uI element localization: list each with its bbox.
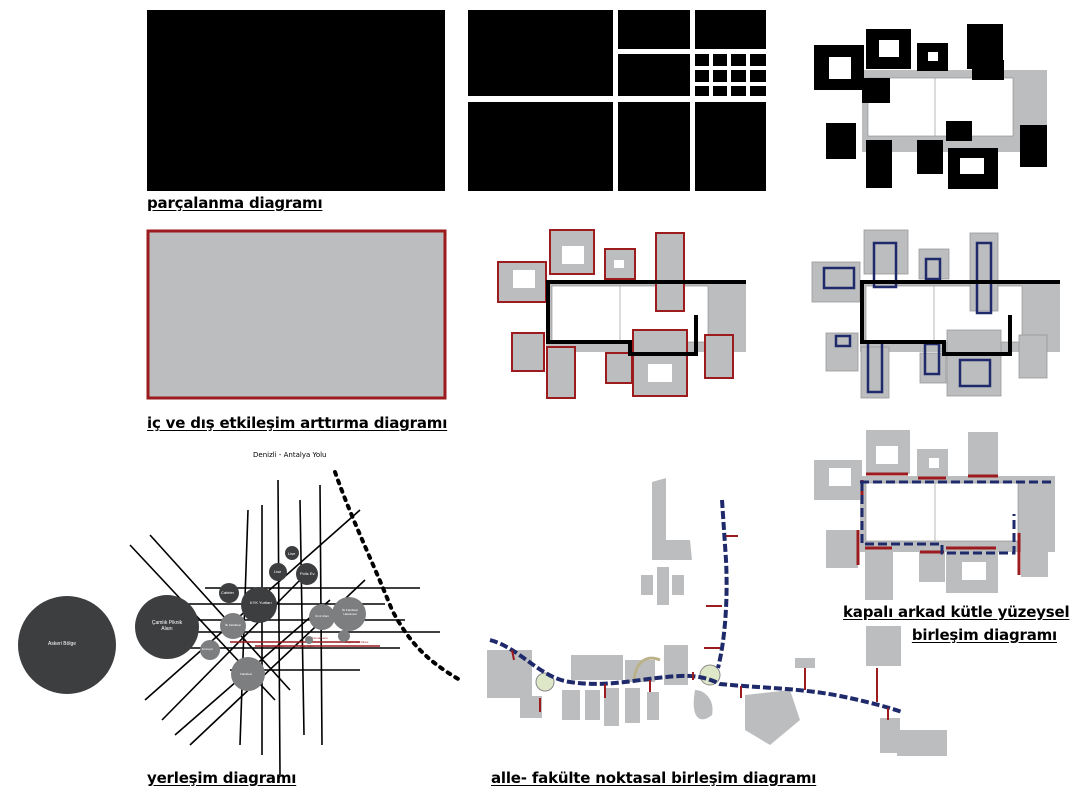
- road-label: Denizli - Antalya Yolu: [253, 451, 327, 459]
- izmir-label: İzmir Alanı: [315, 614, 330, 618]
- block-gray: [146, 229, 447, 400]
- arcade-diagram: [814, 430, 1055, 600]
- settlement-diagram: [18, 470, 462, 776]
- scattered-masses: [814, 24, 1047, 189]
- interaction-masses-red: [497, 229, 746, 399]
- fakulte-label: Fakültesi: [240, 672, 253, 676]
- fragmented-grid: [468, 10, 766, 191]
- lise-label: Lise: [274, 569, 282, 574]
- military-label: Askeri Bölge: [48, 641, 77, 647]
- camlik-label: Çamlık Piknik Alanı: [151, 620, 183, 632]
- teknik-label: Teknik Yolu Alanı: [262, 644, 285, 648]
- caption-arcade-line2: birleşim diagramı: [911, 626, 1057, 644]
- caption-alley: alle- fakülte noktasal birleşim diagramı: [491, 769, 817, 787]
- caption-interaction: iç ve dış etkileşim arttırma diagramı: [147, 414, 448, 432]
- yemekhane-label: Yemekhane: [312, 636, 328, 640]
- kyk-label: KYK Yurtları: [250, 600, 272, 605]
- cafeler-label: Cafeler: [221, 590, 234, 595]
- caption-fragmentation: parçalanma diagramı: [147, 194, 323, 212]
- alley-diagram: [487, 478, 947, 756]
- spor-label: Spor Alanı: [300, 644, 314, 648]
- lise2-label: Lise: [288, 551, 296, 556]
- block-solid: [147, 10, 445, 191]
- emniyet-label: Emniyet: [202, 647, 213, 651]
- saglik-label: Sağlık Yolu Diresi: [345, 640, 369, 644]
- interaction-masses-blue: [811, 229, 1060, 399]
- caption-settlement: yerleşim diagramı: [147, 769, 297, 787]
- polis-label: Polis Ev.: [300, 571, 316, 576]
- caption-arcade-line1: kapalı arkad kütle yüzeysel: [843, 603, 1070, 621]
- ilk-fakultesi-label: İlk Fakültesi: [225, 623, 241, 627]
- hastane-label: İlk Fakültesi Hastanesi: [342, 608, 358, 616]
